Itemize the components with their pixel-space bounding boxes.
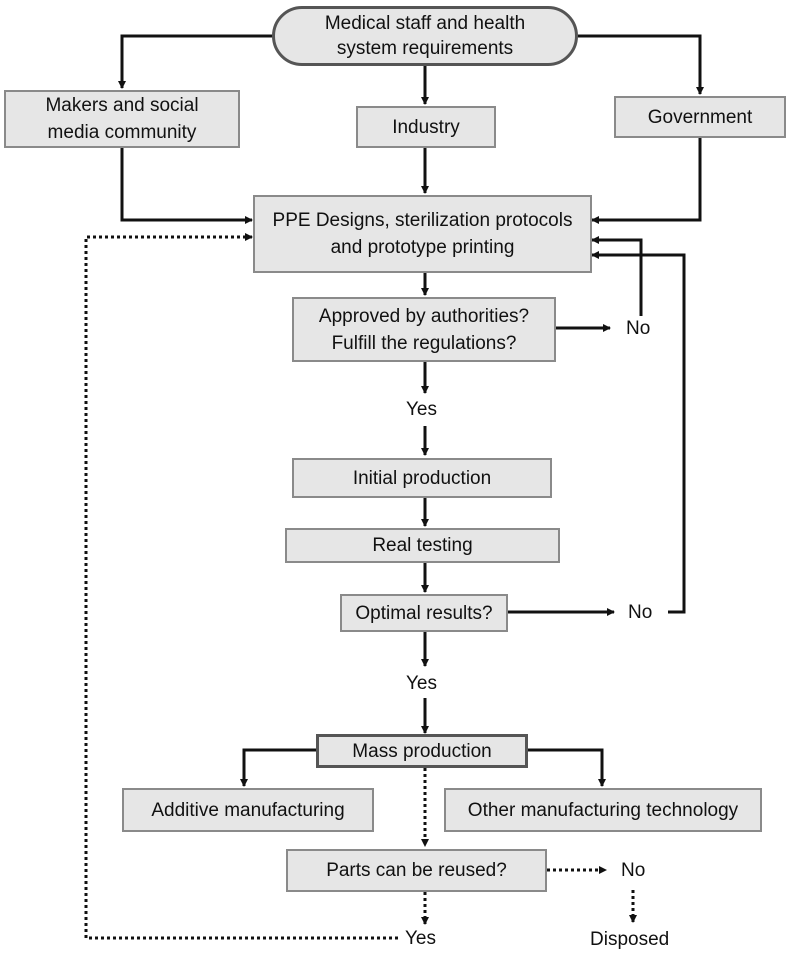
ppe-line1: PPE Designs, sterilization protocols bbox=[272, 210, 573, 231]
approved-line1: Approved by authorities? bbox=[318, 305, 530, 327]
industry-label: Industry bbox=[392, 116, 460, 138]
additive-manufacturing-box: Additive manufacturing bbox=[122, 788, 374, 832]
arrow-no-to-ppe bbox=[591, 236, 643, 316]
other-manufacturing-label: Other manufacturing technology bbox=[467, 799, 739, 821]
arrow-start-to-government bbox=[578, 34, 704, 95]
mass-production-label: Mass production bbox=[352, 740, 492, 762]
start-node-line2: system requirements bbox=[336, 38, 514, 59]
government-box: Government bbox=[614, 96, 786, 138]
arrow-makers-to-ppe bbox=[120, 147, 253, 224]
mass-production-box: Mass production bbox=[316, 734, 528, 768]
government-label: Government bbox=[647, 106, 753, 128]
parts-reused-box: Parts can be reused? bbox=[286, 849, 547, 892]
yes-label-approved: Yes bbox=[406, 399, 437, 420]
arrow-no2-to-ppe bbox=[591, 251, 686, 614]
other-manufacturing-box: Other manufacturing technology bbox=[444, 788, 762, 832]
no-label-approved: No bbox=[626, 318, 651, 339]
disposed-label: Disposed bbox=[590, 929, 670, 950]
yes-label-optimal: Yes bbox=[406, 673, 437, 694]
initial-production-box: Initial production bbox=[292, 458, 552, 498]
no-label-optimal: No bbox=[628, 602, 653, 623]
makers-line2: media community bbox=[47, 122, 197, 143]
optimal-results-label: Optimal results? bbox=[355, 602, 493, 624]
parts-reused-label: Parts can be reused? bbox=[326, 860, 507, 881]
start-node-line1: Medical staff and health bbox=[324, 13, 526, 34]
makers-line1: Makers and social bbox=[45, 95, 199, 116]
makers-box: Makers and social media community bbox=[4, 90, 240, 148]
yes-label-reused: Yes bbox=[405, 928, 436, 949]
arrow-start-to-makers bbox=[118, 34, 272, 89]
additive-manufacturing-label: Additive manufacturing bbox=[151, 799, 345, 821]
initial-production-label: Initial production bbox=[352, 467, 492, 489]
dotted-arrow-yes-to-ppe bbox=[84, 233, 398, 940]
ppe-line2: and prototype printing bbox=[330, 237, 515, 258]
arrow-mass-to-additive bbox=[240, 748, 316, 787]
arrow-mass-to-other bbox=[528, 748, 606, 787]
approved-decision-box: Approved by authorities? Fulfill the reg… bbox=[292, 297, 556, 362]
real-testing-box: Real testing bbox=[285, 528, 560, 563]
start-node: Medical staff and health system requirem… bbox=[272, 6, 578, 66]
no-label-reused: No bbox=[621, 860, 646, 881]
arrow-government-to-ppe bbox=[591, 137, 702, 224]
optimal-results-box: Optimal results? bbox=[340, 594, 508, 632]
industry-box: Industry bbox=[356, 106, 496, 148]
approved-line2: Fulfill the regulations? bbox=[331, 332, 517, 354]
real-testing-label: Real testing bbox=[372, 535, 473, 556]
ppe-designs-box: PPE Designs, sterilization protocols and… bbox=[253, 195, 592, 273]
